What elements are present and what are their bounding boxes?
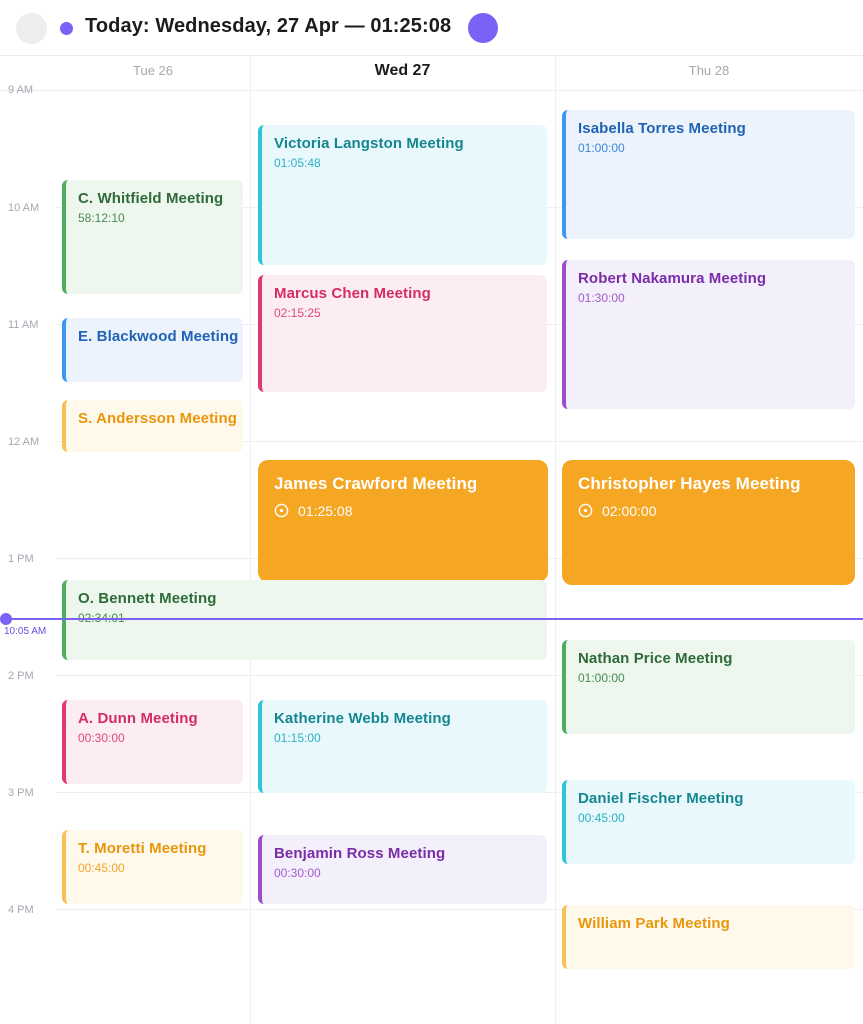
- event-title: Victoria Langston Meeting: [274, 135, 464, 152]
- day-header-tue[interactable]: Tue 26: [133, 63, 173, 78]
- event-title: Nathan Price Meeting: [578, 650, 733, 667]
- event-duration: 58:12:10: [78, 211, 125, 225]
- event-duration: 01:15:00: [274, 731, 321, 745]
- event-bennett[interactable]: O. Bennett Meeting 02:34:01: [62, 580, 547, 660]
- event-duration-row: 02:00:00: [578, 503, 839, 518]
- calendar-header: Today: Wednesday, 27 Apr — 01:25:08: [0, 0, 863, 56]
- event-langston[interactable]: Victoria Langston Meeting 01:05:48: [258, 125, 547, 265]
- event-duration: 01:25:08: [298, 502, 353, 519]
- event-title: James Crawford Meeting: [274, 474, 478, 493]
- event-title: T. Moretti Meeting: [78, 840, 207, 857]
- hour-gridline: [56, 441, 863, 442]
- current-time-label: 10:05 AM: [4, 626, 47, 637]
- event-title: A. Dunn Meeting: [78, 710, 198, 727]
- event-duration: 01:05:48: [274, 156, 321, 170]
- hour-gridline: [56, 909, 863, 910]
- event-duration: 00:45:00: [78, 861, 125, 875]
- event-nakamura[interactable]: Robert Nakamura Meeting 01:30:00: [562, 260, 855, 409]
- event-crawford-active[interactable]: James Crawford Meeting 01:25:08: [258, 460, 548, 582]
- day-header-thu[interactable]: Thu 28: [688, 63, 730, 78]
- clock-icon: [274, 503, 289, 518]
- event-title: O. Bennett Meeting: [78, 590, 217, 607]
- event-title: Benjamin Ross Meeting: [274, 845, 446, 862]
- event-title: E. Blackwood Meeting: [78, 328, 239, 345]
- event-duration: 01:30:00: [578, 291, 625, 305]
- event-webb[interactable]: Katherine Webb Meeting 01:15:00: [258, 700, 547, 793]
- event-duration: 00:30:00: [274, 866, 321, 880]
- time-label: 3 PM: [8, 787, 34, 799]
- event-dunn[interactable]: A. Dunn Meeting 00:30:00: [62, 700, 243, 784]
- time-label: 1 PM: [8, 553, 34, 565]
- time-label: 9 AM: [8, 84, 34, 96]
- event-whitfield[interactable]: C. Whitfield Meeting 58:12:10: [62, 180, 243, 294]
- day-header-wed[interactable]: Wed 27: [374, 62, 431, 79]
- event-duration: 02:00:00: [602, 502, 657, 519]
- event-duration: 01:00:00: [578, 671, 625, 685]
- event-hayes-active[interactable]: Christopher Hayes Meeting 02:00:00: [562, 460, 855, 585]
- time-label: 12 AM: [8, 436, 40, 448]
- time-label: 2 PM: [8, 670, 34, 682]
- event-title: Christopher Hayes Meeting: [578, 474, 801, 493]
- event-andersson[interactable]: S. Andersson Meeting: [62, 400, 243, 452]
- event-moretti[interactable]: T. Moretti Meeting 00:45:00: [62, 830, 243, 904]
- hour-gridline: [0, 90, 863, 91]
- event-duration: 02:15:25: [274, 306, 321, 320]
- event-ross[interactable]: Benjamin Ross Meeting 00:30:00: [258, 835, 547, 904]
- column-divider: [250, 56, 251, 1024]
- time-label: 11 AM: [8, 319, 39, 331]
- today-datetime: Today: Wednesday, 27 Apr — 01:25:08: [85, 15, 452, 37]
- event-duration: 01:00:00: [578, 141, 625, 155]
- event-title: S. Andersson Meeting: [78, 410, 237, 427]
- event-torres[interactable]: Isabella Torres Meeting 01:00:00: [562, 110, 855, 239]
- hour-gridline: [56, 675, 863, 676]
- back-circle-button[interactable]: [16, 13, 47, 44]
- event-title: Daniel Fischer Meeting: [578, 790, 744, 807]
- event-title: William Park Meeting: [578, 915, 730, 932]
- event-duration: 00:30:00: [78, 731, 125, 745]
- time-label: 10 AM: [8, 202, 40, 214]
- current-time-dot: [0, 613, 12, 625]
- current-time-line: [6, 618, 863, 620]
- event-title: Robert Nakamura Meeting: [578, 270, 767, 287]
- user-avatar[interactable]: [468, 13, 498, 43]
- event-title: Katherine Webb Meeting: [274, 710, 451, 727]
- event-duration: 00:45:00: [578, 811, 625, 825]
- column-divider: [555, 56, 556, 1024]
- event-park[interactable]: William Park Meeting: [562, 905, 855, 969]
- time-label: 4 PM: [8, 904, 34, 916]
- event-fischer[interactable]: Daniel Fischer Meeting 00:45:00: [562, 780, 855, 864]
- event-price[interactable]: Nathan Price Meeting 01:00:00: [562, 640, 855, 734]
- clock-icon: [578, 503, 593, 518]
- event-duration-row: 01:25:08: [274, 503, 532, 518]
- live-indicator-icon: [60, 22, 73, 35]
- event-chen[interactable]: Marcus Chen Meeting 02:15:25: [258, 275, 547, 392]
- event-title: Isabella Torres Meeting: [578, 120, 746, 137]
- event-title: C. Whitfield Meeting: [78, 190, 224, 207]
- event-title: Marcus Chen Meeting: [274, 285, 431, 302]
- event-blackwood[interactable]: E. Blackwood Meeting: [62, 318, 243, 382]
